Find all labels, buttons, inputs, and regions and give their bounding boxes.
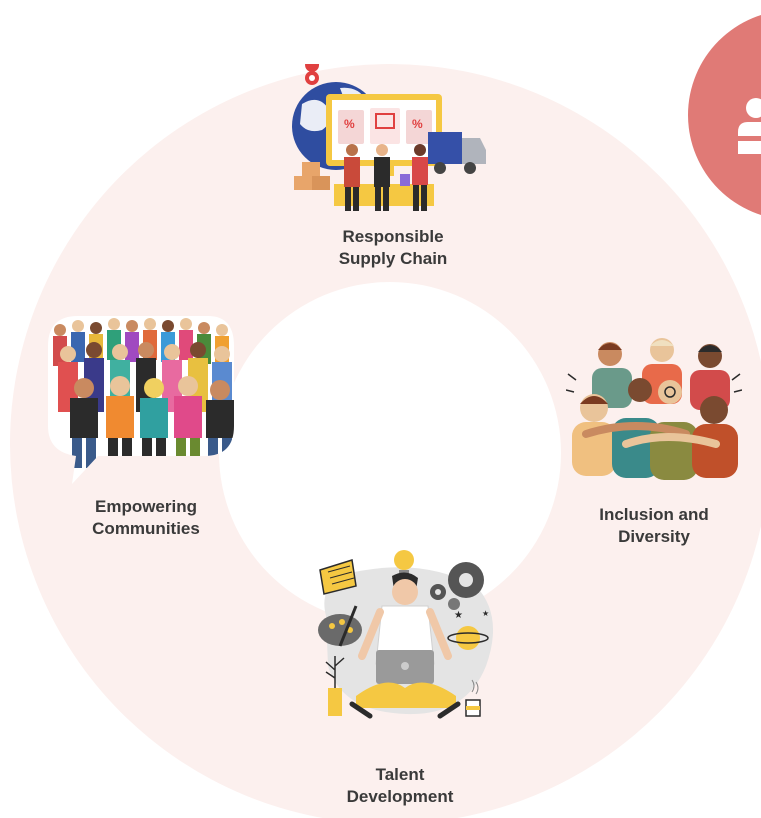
segment-label-supply-chain: Responsible Supply Chain [318,226,468,270]
crowd-illustration [48,316,234,484]
svg-text:★: ★ [454,610,463,621]
svg-text:%: % [344,117,355,131]
segment-label-line2: Development [346,787,454,806]
segment-label-talent: Talent Development [320,764,480,808]
learning-illustration: ★ ★ [318,550,494,719]
svg-text:★: ★ [482,609,489,618]
segment-label-line1: Responsible [342,227,444,246]
svg-text:%: % [412,117,423,131]
supply-chain-illustration: % % [292,64,486,211]
segment-label-line1: Empowering [94,497,197,516]
segment-label-line2: Diversity [618,527,690,546]
segment-label-inclusion: Inclusion and Diversity [574,504,734,548]
person-icon [736,98,761,154]
segment-label-line1: Talent [375,765,425,784]
segment-label-communities: Empowering Communities [66,496,226,540]
segment-label-line1: Inclusion and [599,505,709,524]
segment-label-line2: Communities [92,519,200,538]
inner-circle [219,282,561,624]
segment-label-line2: Supply Chain [338,249,448,268]
group-hug-illustration [566,338,742,480]
